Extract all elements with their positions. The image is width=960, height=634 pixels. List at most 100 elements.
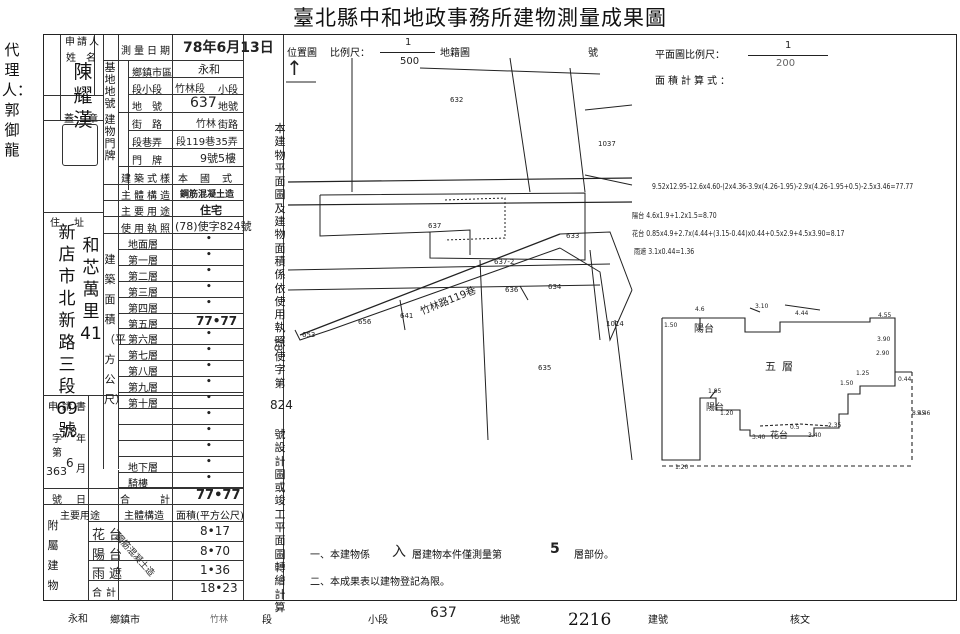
attached-area: 8•70 xyxy=(200,543,230,558)
floor-row-line xyxy=(118,248,243,250)
floor-value: • xyxy=(206,234,212,244)
parcel-number: 634 xyxy=(548,283,562,291)
footer-section-label: 段 xyxy=(262,615,272,626)
floor-row-line xyxy=(118,439,243,441)
att-total-value: 18•23 xyxy=(200,581,238,595)
floor-value: • xyxy=(206,249,212,260)
footer-town-hw: 永和 xyxy=(68,614,88,625)
floor-label: 騎樓 xyxy=(128,478,148,490)
door-label: 門牌 xyxy=(132,156,172,167)
total-label: 合計 xyxy=(120,495,200,506)
plan-dimension: 3.40 xyxy=(752,434,766,441)
note-1: 一、本建物係 xyxy=(310,550,370,561)
plan-dimension: 1.50 xyxy=(840,380,854,387)
permit-no: 824 xyxy=(270,398,293,412)
floor-row-line xyxy=(118,392,243,393)
survey-date-value: 78年6月13日 xyxy=(183,40,274,56)
plan-dimension: 1.95 xyxy=(708,388,722,395)
parcel-number: 1014 xyxy=(606,320,624,328)
plot-vertical-note: 本建物平面圖及建物面積係依使用執照 xyxy=(274,122,286,348)
struct-label: 主體構造 xyxy=(121,191,173,202)
parcel-number: 656 xyxy=(358,318,372,326)
applicant-seal xyxy=(62,124,98,166)
section-label: 段小段 xyxy=(132,85,162,96)
applicant-header: 申請人 xyxy=(65,37,101,48)
plan-dimension: 2.90 xyxy=(876,350,890,357)
floor-label: 第一層 xyxy=(128,255,158,267)
floor-label: 地面層 xyxy=(128,240,158,251)
floor-row-line xyxy=(118,280,243,282)
floor-row-line xyxy=(118,471,243,473)
location-map-label: 位置圖 xyxy=(287,48,317,59)
floor-label: 第四層 xyxy=(128,303,158,315)
seal-label: 蓋章 xyxy=(64,114,112,125)
lot-suffix: 地號 xyxy=(218,102,238,113)
attached-area: 8•17 xyxy=(200,524,230,538)
floor-row-line xyxy=(118,264,243,266)
floor-value: • xyxy=(206,361,212,372)
floor-value: • xyxy=(206,424,212,435)
parcel-number: 653 xyxy=(302,331,316,339)
floor-value: • xyxy=(206,345,212,356)
floor-row-line xyxy=(118,328,243,330)
floor-row-line xyxy=(118,407,243,409)
scale-den: 500 xyxy=(400,56,420,67)
attached-use: 陽台 xyxy=(92,547,127,563)
door-group-label: 建物門牌 xyxy=(104,113,116,162)
use-label: 主要用途 xyxy=(121,207,173,218)
note-1-hw: 入 xyxy=(392,544,406,560)
floor-label: 第七層 xyxy=(128,351,158,363)
note-1c: 層部份。 xyxy=(574,550,614,561)
agent-note: 代理人：郭御龍 xyxy=(2,41,33,159)
land-group-label: 基地地號 xyxy=(104,61,116,110)
footer-section-hw: 竹林 xyxy=(210,615,229,625)
plan-dimension: 4.55 xyxy=(878,312,892,319)
att-header-area: 面積(平方公尺) xyxy=(176,511,244,522)
app-hw-year: 78 xyxy=(62,425,78,439)
plan-dimension: 8.45 xyxy=(912,410,926,417)
plan-dimension: 2.35 xyxy=(828,422,842,429)
app-date: 日 xyxy=(76,495,86,506)
app-hao: 號 xyxy=(52,495,62,506)
plan-planter-label: 花台 xyxy=(770,431,789,441)
floor-value: • xyxy=(206,408,212,419)
parcel-number: 636 xyxy=(505,286,519,294)
attached-use: 花台 xyxy=(92,528,127,543)
attached-use: 雨遮 xyxy=(92,567,127,582)
plan-dimension: 1.20 xyxy=(720,410,734,417)
note-2: 二、本成果表以建物登記為限。 xyxy=(310,577,450,588)
town-label: 鄉鎮市區 xyxy=(132,68,172,79)
floor-label: 第六層 xyxy=(128,335,158,347)
address-value-2: 和芯萬里41 xyxy=(80,236,102,344)
total-value: 77•77 xyxy=(196,488,241,503)
lot-value: 637 xyxy=(190,95,217,111)
style-value: 本國式 xyxy=(178,174,244,185)
plan-dimension: 3.10 xyxy=(755,303,769,310)
lot-label: 地號 xyxy=(132,102,172,113)
floor-row-line xyxy=(118,423,243,425)
plot-vertical-note-3: 號設計圖或竣工平面圖轉繪計算 xyxy=(274,428,286,614)
note-1-hw2: 5 xyxy=(550,541,560,557)
plan-floor-label: 五層 xyxy=(765,360,799,373)
att-header-struct: 主體構造 xyxy=(124,511,164,522)
footer-build-label: 建號 xyxy=(648,615,668,626)
floor-value: • xyxy=(206,281,212,292)
floor-label: 地下層 xyxy=(128,462,158,474)
plan-dimension: 1.25 xyxy=(856,370,870,377)
floor-row-line xyxy=(118,312,243,314)
style-label: 建築式樣 xyxy=(121,174,173,185)
footer-subsection-label: 小段 xyxy=(368,615,388,626)
floor-row-line xyxy=(118,296,243,298)
license-label: 使用執照 xyxy=(121,224,173,235)
address-label: 住址 xyxy=(50,218,98,229)
plan-balcony-label: 陽台 xyxy=(694,324,714,335)
footer-lot-label: 地號 xyxy=(500,615,520,626)
scale-label: 比例尺： xyxy=(330,48,370,59)
floor-value: • xyxy=(206,377,212,388)
plan-dimension: 3.90 xyxy=(877,336,891,343)
applicant-name: 陳耀漢 xyxy=(73,61,93,131)
footer-build-no: 2216 xyxy=(568,610,612,630)
area-formula: 9.52x12.95-12.6x4.60-(2x4.36-3.9x(4.26-1… xyxy=(652,182,914,191)
parcel-number: 635 xyxy=(538,364,552,372)
